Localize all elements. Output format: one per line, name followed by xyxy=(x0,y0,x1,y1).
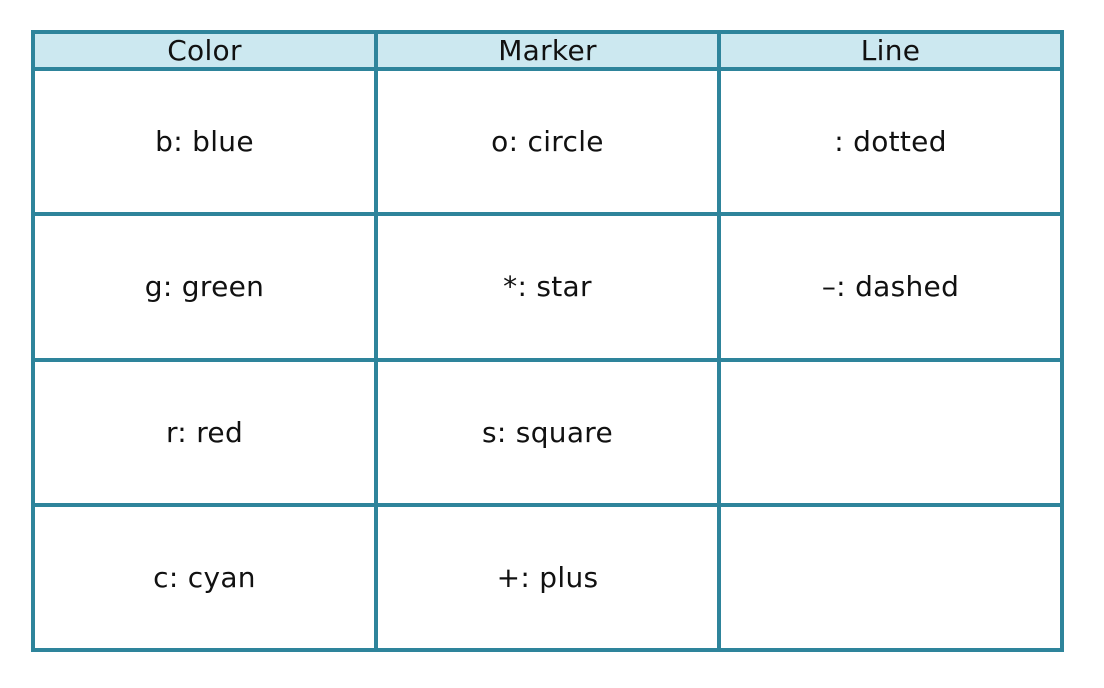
cell-color: r: red xyxy=(31,357,378,507)
table-row: b: blue o: circle : dotted xyxy=(31,66,1064,217)
cell-marker: *: star xyxy=(374,212,721,362)
cell-marker: s: square xyxy=(374,357,721,507)
reference-table-container: Color Marker Line b: blue o: circle : do… xyxy=(31,30,1064,653)
header-marker: Marker xyxy=(374,30,721,71)
cell-color: g: green xyxy=(31,212,378,362)
header-color: Color xyxy=(31,30,378,71)
header-line: Line xyxy=(717,30,1064,71)
cell-color: b: blue xyxy=(31,66,378,217)
cell-line xyxy=(717,357,1064,507)
table-header-row: Color Marker Line xyxy=(31,30,1064,71)
cell-line: : dotted xyxy=(717,66,1064,217)
matplotlib-format-reference-table: Color Marker Line b: blue o: circle : do… xyxy=(31,30,1064,653)
table-row: g: green *: star –: dashed xyxy=(31,212,1064,362)
table-row: c: cyan +: plus xyxy=(31,502,1064,653)
cell-marker: o: circle xyxy=(374,66,721,217)
cell-color: c: cyan xyxy=(31,502,378,653)
cell-line: –: dashed xyxy=(717,212,1064,362)
cell-marker: +: plus xyxy=(374,502,721,653)
table-row: r: red s: square xyxy=(31,357,1064,507)
cell-line xyxy=(717,502,1064,653)
